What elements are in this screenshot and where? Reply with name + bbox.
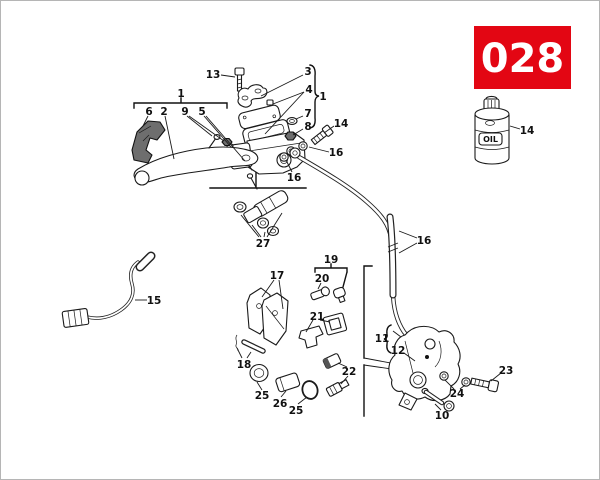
leader-line-21 (319, 319, 331, 323)
part-label-25-25: 25 (289, 405, 304, 417)
switch-cable-drawing (61, 251, 156, 328)
leader-line-27 (251, 224, 262, 238)
leader-line-27 (266, 212, 283, 238)
page-number-badge: 028 (474, 26, 571, 89)
leader-line-17 (278, 279, 284, 310)
part-label-5-13: 5 (198, 106, 205, 118)
part-label-22-26: 22 (342, 366, 357, 378)
part-label-4-2: 4 (305, 84, 312, 96)
part-label-16-17: 16 (417, 235, 432, 247)
part-label-23-30: 23 (499, 365, 514, 377)
leader-line-12 (403, 352, 416, 362)
leader-line-5 (203, 115, 232, 148)
part-label-27-14: 27 (256, 238, 271, 250)
part-label-19-19: 19 (324, 254, 339, 266)
leader-line-26 (280, 390, 287, 398)
leader-line-9 (188, 115, 225, 142)
leader-line-24 (459, 384, 466, 390)
leader-line-13 (220, 74, 236, 78)
leader-line-6 (142, 115, 149, 127)
part-label-15-15: 15 (147, 295, 162, 307)
part-label-20-20: 20 (315, 273, 330, 285)
part-label-26-24: 26 (273, 398, 288, 410)
part-label-13-0: 13 (206, 69, 221, 81)
part-label-11-27: 11 (375, 333, 390, 345)
leader-line-16 (285, 159, 293, 173)
leader-line-24 (444, 379, 455, 390)
oil-label: OIL (483, 135, 498, 144)
brake-pads-drawing (235, 286, 350, 400)
leader-line-25 (297, 396, 308, 405)
part-label-21-21: 21 (310, 311, 325, 323)
leader-line-18 (236, 347, 243, 359)
leader-line-9 (186, 115, 213, 137)
part-label-6-10: 6 (145, 106, 152, 118)
leader-line-18 (246, 351, 252, 359)
leader-line-22 (337, 362, 348, 368)
leader-line-16 (398, 230, 418, 239)
part-label-3-1: 3 (304, 66, 311, 78)
leader-line-10 (434, 403, 442, 411)
leader-line-27 (240, 214, 260, 238)
part-label-9-12: 9 (181, 106, 188, 118)
part-label-2-11: 2 (160, 106, 167, 118)
leader-line-5 (205, 115, 246, 162)
leader-line-16 (398, 242, 418, 254)
part-label-1-9: 1 (177, 88, 184, 100)
part-label-14-16: 14 (520, 125, 535, 137)
caliper-drawing (388, 325, 500, 412)
brake-hose-drawing (289, 147, 456, 366)
part-label-16-8: 16 (287, 172, 302, 184)
leader-line-8 (292, 128, 304, 136)
leader-line-23 (490, 372, 502, 382)
leader-line-7 (295, 115, 304, 120)
leader-line-14 (509, 125, 521, 130)
part-label-25-23: 25 (255, 390, 270, 402)
leader-line-21 (305, 319, 314, 333)
leader-line-22 (340, 375, 349, 385)
leader-line-17 (261, 279, 275, 298)
leader-line-14 (323, 125, 335, 134)
page-number: 028 (481, 36, 565, 82)
part-label-16-7: 16 (329, 147, 344, 159)
leader-line-25 (256, 381, 263, 391)
badge-background (474, 26, 571, 89)
piston-kit-drawing (233, 190, 289, 237)
part-label-24-29: 24 (450, 388, 465, 400)
leader-line-16 (308, 146, 330, 153)
oil-bottle-drawing: OIL (474, 95, 510, 165)
part-label-10-31: 10 (435, 410, 450, 422)
part-label-17-18: 17 (270, 270, 285, 282)
part-label-14-6: 14 (334, 118, 349, 130)
lever-bracket-part (131, 120, 166, 164)
part-label-18-22: 18 (237, 359, 252, 371)
leader-line-27 (263, 231, 266, 238)
leader-line-2 (164, 115, 175, 160)
leader-line-4 (272, 91, 305, 105)
part-label-1-3: 1 (319, 91, 326, 103)
leader-line-20 (317, 282, 322, 290)
part-label-8-5: 8 (304, 121, 311, 133)
brake-lever-drawing (131, 120, 259, 186)
leader-line-4 (264, 91, 305, 135)
leader-line-3 (260, 74, 304, 97)
part-label-12-28: 12 (391, 345, 406, 357)
part-label-7-4: 7 (304, 108, 311, 120)
